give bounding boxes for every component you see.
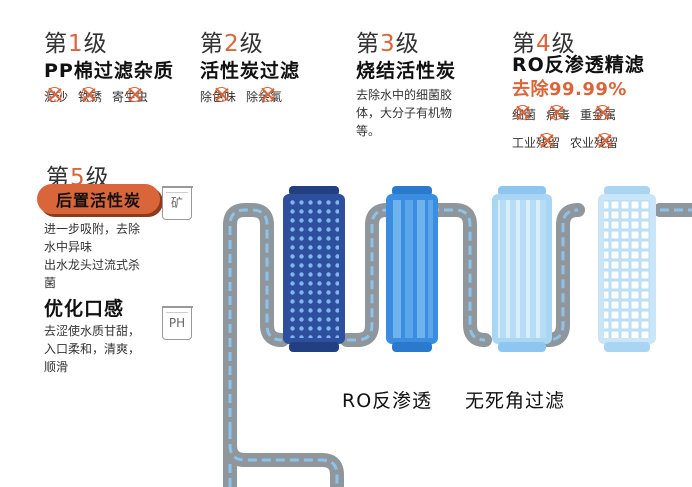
cross-icon [260,87,276,102]
filter-cartridge-post-carbon [598,186,656,352]
cross-icon [595,105,611,120]
ph-cup-icon: PH [161,306,193,340]
stage-4-tags-row1: 细菌 病毒 重金属 [512,105,616,123]
tag: 细菌 [512,105,536,123]
cross-icon [214,87,229,102]
cross-icon [539,133,554,148]
cross-icon [549,105,565,120]
tag: 农业残留 [570,133,618,151]
cross-icon [515,105,530,120]
stage-3-title: 第3级 [356,31,420,57]
cross-icon [597,133,613,148]
stage-4-tags-row2: 工业残留 农业残留 [512,133,618,151]
tag: 除色味 [200,87,236,105]
tag: 工业残留 [512,133,560,151]
stage-1-name: PP棉过滤杂质 [44,60,174,82]
stage-3-name: 烧结活性炭 [356,60,457,82]
stage-5-desc2: 去涩使水质甘甜， 入口柔和，清爽， 顺滑 [44,324,141,374]
cross-icon [47,87,62,102]
tag: 除余氯 [246,87,282,105]
stage-5-desc: 进一步吸附，去除 水中异味 出水龙头过流式杀 菌 [44,222,141,290]
tag: 病毒 [546,105,570,123]
stage-1-title: 第1级 [44,31,108,57]
stage-2-name: 活性炭过滤 [200,60,301,82]
filter-cartridge-carbon [386,186,438,352]
tag: 寄生虫 [112,87,148,105]
stage-4-title: 第4级 [512,31,576,57]
stage-1-tags: 泥沙 铁锈 寄生虫 [44,87,148,105]
ro-label: RO反渗透 [342,390,433,412]
stage-3-desc: 去除水中的细菌胶 体，大分子有机物 等。 [356,88,453,138]
filter-cartridge-pp [283,186,345,352]
stage-5-pill: 后置活性炭 [37,184,160,214]
cross-icon [127,87,143,102]
tag: 泥沙 [44,87,68,105]
stage-2-tags: 除色味 除余氯 [200,87,282,105]
stage-4-name: RO反渗透精滤 [512,54,645,76]
tag: 重金属 [580,105,616,123]
tag: 铁锈 [78,87,102,105]
stage-5-name2: 优化口感 [44,298,125,320]
mineral-cup-icon: 矿 [161,186,193,220]
cross-icon [81,87,97,102]
no-dead-angle-label: 无死角过滤 [465,390,566,412]
stage-2-title: 第2级 [200,31,264,57]
filter-cartridge-ro [492,186,552,352]
stage-4-remove-rate: 去除99.99% [512,79,627,100]
